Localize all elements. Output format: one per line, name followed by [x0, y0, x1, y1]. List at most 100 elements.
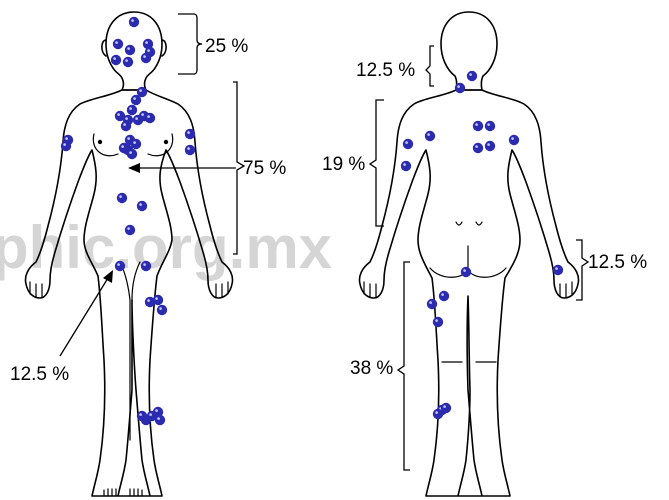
lesion-marker-highlight [403, 163, 406, 166]
lesion-marker-highlight [133, 97, 136, 100]
lesion-marker [157, 305, 167, 315]
front-inner-leg [120, 262, 130, 440]
lesion-marker-highlight [133, 141, 136, 144]
lesion-marker-highlight [117, 263, 120, 266]
lesion-marker [427, 299, 437, 309]
lesion-marker-highlight [139, 89, 142, 92]
back-body-outline [359, 90, 578, 496]
front-breast-right [148, 134, 173, 156]
lesion-marker-highlight [475, 145, 478, 148]
lesion-marker [145, 113, 155, 123]
lesion-marker-highlight [115, 41, 118, 44]
lesion-marker [117, 193, 127, 203]
back-figure [359, 12, 578, 496]
lesion-marker-highlight [441, 293, 444, 296]
lesion-marker [467, 71, 477, 81]
lesion-marker-highlight [487, 143, 490, 146]
lesion-marker-highlight [429, 301, 432, 304]
lesion-marker [141, 261, 151, 271]
lesion-marker-highlight [463, 269, 466, 272]
lesion-marker-highlight [65, 137, 68, 140]
lesion-marker-highlight [155, 297, 158, 300]
lesion-marker-highlight [135, 117, 138, 120]
watermark: phic.org.mx [0, 214, 332, 281]
lesion-marker-highlight [157, 417, 160, 420]
lesion-marker [127, 105, 137, 115]
lesion-marker-highlight [129, 151, 132, 154]
back-hand-right-fingers [560, 282, 572, 297]
label-back-neck: 12.5 % [356, 60, 415, 81]
lesion-marker [131, 95, 141, 105]
lesion-marker [473, 143, 483, 153]
lesion-marker-highlight [511, 137, 514, 140]
lesion-marker [113, 39, 123, 49]
lesion-marker [433, 317, 443, 327]
lesion-marker-highlight [187, 147, 190, 150]
lesion-marker-highlight [113, 57, 116, 60]
lesion-marker [401, 161, 411, 171]
lesion-marker-highlight [123, 123, 126, 126]
lesion-marker-highlight [405, 141, 408, 144]
lesion-marker [119, 143, 129, 153]
lesion-marker-highlight [427, 133, 430, 136]
lesion-marker [123, 57, 133, 67]
label-front-genital: 12.5 % [10, 364, 69, 385]
lesion-marker [485, 141, 495, 151]
lesion-marker-highlight [119, 195, 122, 198]
lesion-marker [111, 55, 121, 65]
lesion-marker [553, 265, 563, 275]
lesion-marker-highlight [149, 413, 152, 416]
lesion-marker-highlight [117, 113, 120, 116]
lesion-marker [461, 267, 471, 277]
lesion-marker [403, 139, 413, 149]
lesion-marker-highlight [187, 131, 190, 134]
lesion-marker-highlight [121, 145, 124, 148]
label-front-head: 25 % [205, 36, 248, 57]
lesion-marker-highlight [435, 411, 438, 414]
lesion-marker [485, 121, 495, 131]
label-back-leg: 38 % [350, 358, 393, 379]
lesion-marker-highlight [129, 107, 132, 110]
lesion-marker-highlight [147, 49, 150, 52]
lesion-marker [439, 291, 449, 301]
lesion-marker [137, 411, 147, 421]
front-toes [104, 489, 142, 496]
lesion-marker-highlight [147, 115, 150, 118]
lesion-marker [425, 131, 435, 141]
lesion-marker-highlight [127, 47, 130, 50]
lesion-marker [137, 201, 147, 211]
lesion-marker [473, 121, 483, 131]
lesion-marker-highlight [143, 263, 146, 266]
lesion-marker-highlight [443, 405, 446, 408]
lesion-marker-highlight [435, 319, 438, 322]
front-head-bracket [178, 14, 202, 74]
front-nipple-right [164, 140, 168, 144]
lesion-marker-highlight [143, 55, 146, 58]
lesion-marker-highlight [125, 117, 128, 120]
back-neck-bracket [426, 46, 434, 86]
lesion-marker-highlight [127, 227, 130, 230]
lesion-marker [145, 47, 155, 57]
lesion-marker [121, 121, 131, 131]
lesion-marker-highlight [125, 59, 128, 62]
lesion-marker-highlight [475, 123, 478, 126]
lesion-marker [125, 45, 135, 55]
lesion-marker-highlight [145, 41, 148, 44]
lesion-marker-highlight [469, 73, 472, 76]
front-trunk-arrowhead [128, 163, 140, 173]
back-dimples [456, 222, 482, 225]
lesion-marker-highlight [139, 413, 142, 416]
back-hand-bracket [576, 240, 588, 300]
back-leg-bracket [398, 262, 410, 470]
lesion-marker-highlight [487, 123, 490, 126]
lesion-marker-highlight [555, 267, 558, 270]
lesion-marker [509, 135, 519, 145]
lesion-marker-highlight [155, 409, 158, 412]
lesion-marker [433, 409, 443, 419]
lesion-marker [115, 261, 125, 271]
front-breast-left [93, 134, 118, 156]
label-back-hand: 12.5 % [588, 252, 647, 273]
lesion-marker-highlight [127, 137, 130, 140]
lesion-marker-highlight [131, 19, 134, 22]
